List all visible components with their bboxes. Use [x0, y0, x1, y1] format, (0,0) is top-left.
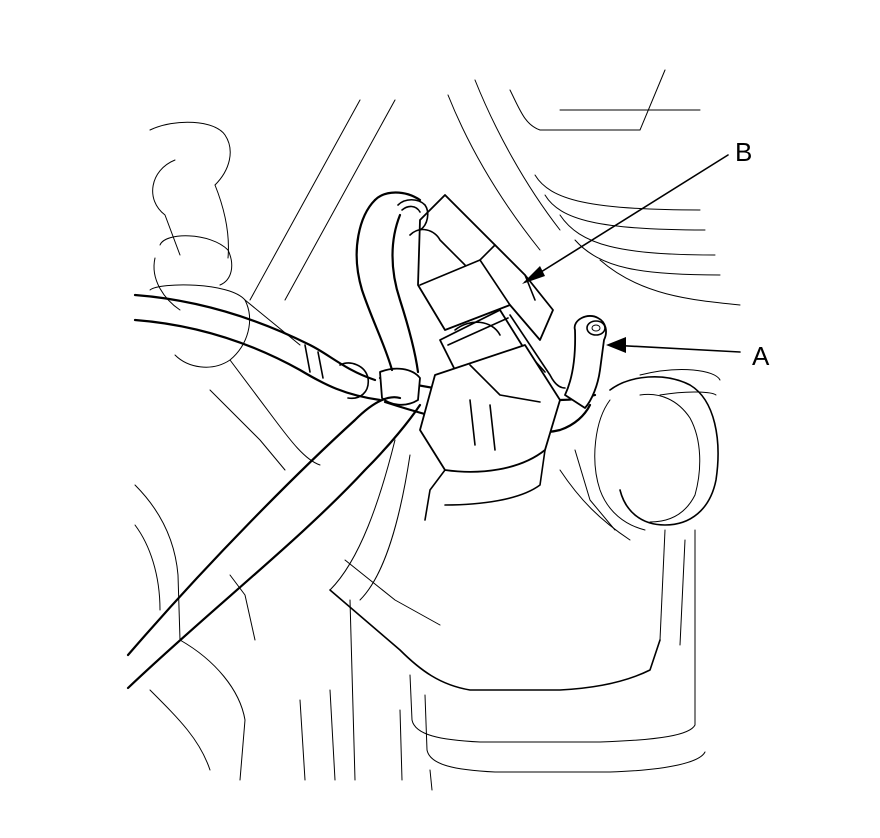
connector-b — [355, 191, 566, 521]
callout-label-a: A — [752, 341, 770, 371]
callout-leaders — [522, 154, 741, 353]
hose-a — [564, 315, 607, 409]
engine-bay-background — [134, 69, 741, 791]
arrowhead-a — [606, 337, 626, 353]
leader-line-a — [609, 344, 741, 353]
callout-label-b: B — [735, 137, 752, 167]
leader-line-b — [524, 154, 729, 283]
arrowhead-b — [522, 266, 545, 284]
